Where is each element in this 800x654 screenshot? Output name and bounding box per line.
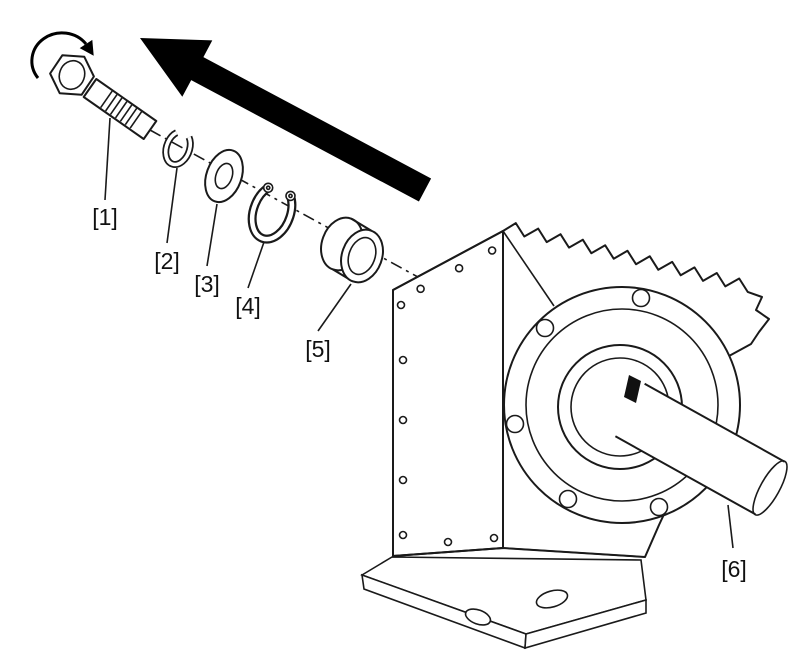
panel-screw-hole (398, 415, 408, 425)
label-6: [6] (721, 556, 747, 582)
housing-side-panel (392, 230, 504, 557)
circlip-lug (285, 190, 296, 202)
flange-bolt-hole (505, 414, 525, 434)
label-4: [4] (235, 293, 261, 319)
label-5: [5] (305, 336, 331, 362)
foot-hole (535, 589, 569, 609)
leader-lines (104, 117, 734, 549)
panel-screw-hole (396, 300, 406, 310)
flat-washer (204, 148, 244, 204)
flange-bolt-hole (558, 489, 578, 509)
output-flange (503, 286, 741, 524)
output-shaft (614, 375, 788, 516)
foot-hole (464, 608, 492, 626)
part-labels: [1] [2] [3] [4] [5] [6] (92, 204, 747, 582)
keyway-slot (624, 375, 641, 403)
leader-line-5 (317, 283, 352, 332)
panel-screw-hole (454, 263, 464, 273)
panel-screw-hole (443, 537, 453, 547)
bushing (320, 216, 384, 284)
leader-line-3 (206, 203, 218, 267)
flange-bolt-hole (535, 318, 555, 338)
rotation-arrow (30, 31, 94, 79)
leader-line-6 (727, 504, 734, 549)
label-2: [2] (154, 248, 180, 274)
assembly-direction-arrow (140, 38, 432, 202)
panel-screw-hole (487, 246, 497, 255)
panel-screw-hole (398, 530, 408, 540)
retaining-ring (247, 182, 297, 244)
leader-line-4 (247, 241, 265, 289)
mounting-foot (360, 556, 647, 650)
label-1: [1] (92, 204, 118, 230)
circlip-lug (262, 182, 274, 194)
leader-line-1 (104, 117, 111, 201)
shaft-end-face (752, 460, 788, 516)
label-3: [3] (194, 271, 220, 297)
flange-bolt-hole (631, 288, 651, 308)
panel-screw-hole (489, 533, 499, 543)
panel-screw-hole (398, 475, 408, 485)
flange-bolt-hole (649, 497, 669, 517)
lock-washer (162, 129, 194, 168)
panel-screw-hole (416, 284, 425, 294)
leader-line-2 (166, 167, 178, 244)
hex-bolt (49, 54, 158, 140)
panel-screw-hole (398, 355, 408, 365)
